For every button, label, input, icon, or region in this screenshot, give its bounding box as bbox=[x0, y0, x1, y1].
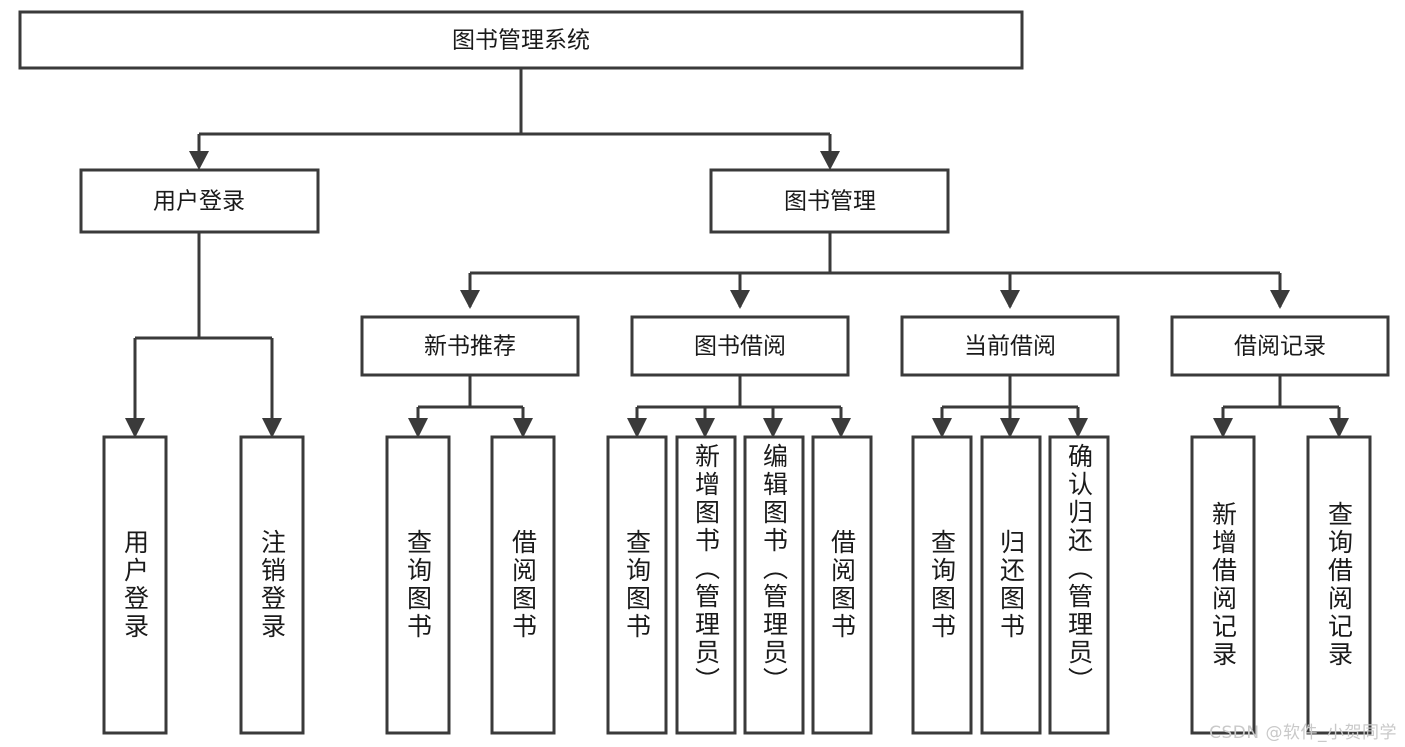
arrowhead-icon bbox=[189, 151, 209, 170]
node-book-management-label: 图书管理 bbox=[784, 189, 876, 215]
node-root-label: 图书管理系统 bbox=[452, 28, 590, 54]
node-new-book-rec-label: 新书推荐 bbox=[424, 334, 516, 360]
connector-root-bus bbox=[197, 68, 832, 158]
leaf-box-record-add[interactable] bbox=[1190, 435, 1256, 735]
node-user-login-label: 用户登录 bbox=[153, 189, 245, 215]
connector-borrow-record-bus bbox=[1221, 375, 1341, 425]
leaf-box-user-login-logout[interactable] bbox=[239, 435, 305, 735]
connector-current-borrow-bus bbox=[940, 375, 1080, 425]
arrowhead-icon bbox=[513, 418, 533, 438]
arrowhead-icon bbox=[1000, 290, 1020, 309]
arrowhead-icon bbox=[831, 418, 851, 438]
arrowhead-icon bbox=[262, 418, 282, 438]
arrowhead-icon bbox=[730, 290, 750, 309]
leaf-box-user-login-login[interactable] bbox=[102, 435, 168, 735]
node-current-borrow-box[interactable] bbox=[900, 315, 1120, 377]
leaf-box-bookborrow-borrow[interactable] bbox=[811, 435, 873, 735]
arrowhead-icon bbox=[460, 290, 480, 309]
arrowhead-icon bbox=[627, 418, 647, 438]
connector-user-login-bus bbox=[133, 232, 274, 425]
connector-new-book-bus bbox=[416, 375, 525, 425]
node-new-book-rec-box[interactable] bbox=[360, 315, 580, 377]
node-book-borrow-box[interactable] bbox=[630, 315, 850, 377]
arrowhead-icon bbox=[932, 418, 952, 438]
arrowhead-icon bbox=[1068, 418, 1088, 438]
node-layer: 图书管理系统 用户登录 图书管理 新书推荐 图书借阅 当前借阅 借阅记录 bbox=[18, 10, 1390, 735]
node-user-login-box[interactable] bbox=[79, 168, 320, 234]
arrowhead-icon bbox=[1270, 290, 1290, 309]
node-root-box[interactable] bbox=[18, 10, 1024, 70]
arrowhead-icon bbox=[1329, 418, 1349, 438]
connector-book-mgmt-bus bbox=[468, 232, 1282, 307]
leaf-box-record-query[interactable] bbox=[1306, 435, 1372, 735]
leaf-box-newbook-borrow[interactable] bbox=[490, 435, 556, 735]
connector-book-borrow-bus bbox=[635, 375, 843, 425]
arrowhead-icon bbox=[1213, 418, 1233, 438]
leaf-box-newbook-query[interactable] bbox=[385, 435, 451, 735]
arrowhead-layer bbox=[125, 151, 1349, 438]
node-book-management-box[interactable] bbox=[709, 168, 950, 234]
arrowhead-icon bbox=[763, 418, 783, 438]
arrowhead-icon bbox=[125, 418, 145, 438]
arrowhead-icon bbox=[695, 418, 715, 438]
leaf-box-bookborrow-query[interactable] bbox=[606, 435, 668, 735]
node-borrow-record-box[interactable] bbox=[1170, 315, 1390, 377]
leaf-box-bookborrow-edit[interactable] bbox=[743, 435, 805, 735]
leaf-box-currentborrow-return[interactable] bbox=[980, 435, 1042, 735]
arrowhead-icon bbox=[1000, 418, 1020, 438]
node-book-borrow-label: 图书借阅 bbox=[694, 334, 786, 360]
arrowhead-icon bbox=[408, 418, 428, 438]
watermark-text: CSDN @软件_小贺同学 bbox=[1209, 723, 1397, 743]
leaf-box-currentborrow-confirm[interactable] bbox=[1048, 435, 1110, 735]
leaf-box-bookborrow-add[interactable] bbox=[675, 435, 737, 735]
leaf-box-currentborrow-query[interactable] bbox=[911, 435, 973, 735]
node-current-borrow-label: 当前借阅 bbox=[964, 334, 1056, 360]
arrowhead-icon bbox=[820, 151, 840, 170]
node-borrow-record-label: 借阅记录 bbox=[1234, 334, 1326, 360]
